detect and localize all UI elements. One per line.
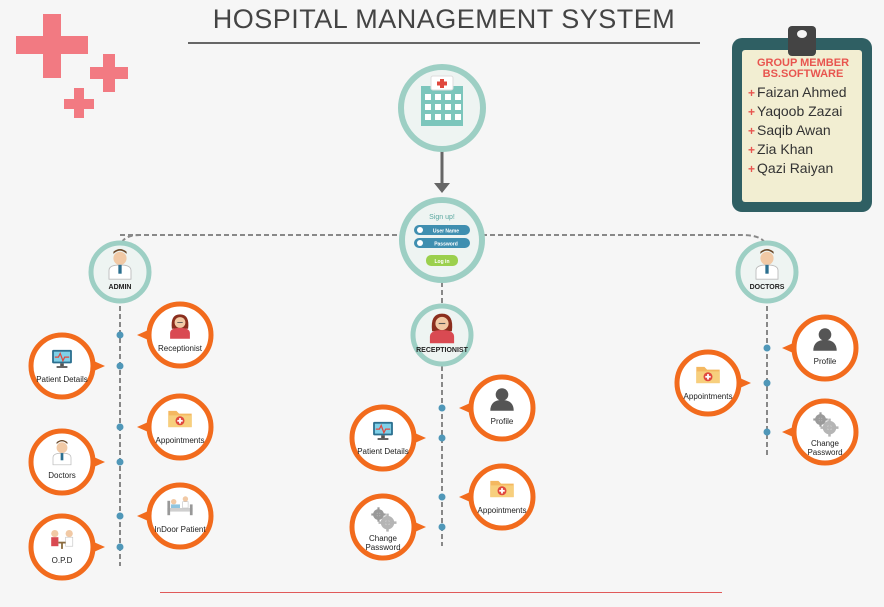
password-label: Password [434,242,458,248]
receptionist-node-label: RECEPTIONIST [416,347,468,354]
plus-bullet-icon: + [748,105,756,119]
member-item: +Yaqoob Zazai [748,103,842,119]
connector-dot [116,458,124,466]
admin-item-4 [146,482,214,550]
member-name: Zia Khan [757,141,814,157]
plus-decoration-large-v [43,14,61,78]
doctor-item-0-label: Profile [814,357,837,366]
plus-bullet-icon: + [748,162,756,176]
username-label: User Name [433,229,459,235]
plus-decoration-medium-v [103,54,115,92]
hospital-window [425,104,431,110]
member-item: +Zia Khan [748,141,813,157]
admin-item-3-label: Doctors [48,471,76,480]
member-item: +Saqib Awan [748,122,831,138]
connector-dot [763,379,771,387]
receptionist-item-1-label: Patient Details [357,447,409,456]
plus-bullet-icon: + [748,143,756,157]
hospital-window [455,104,461,110]
receptionist-item-2-label: Appointments [478,506,527,515]
hospital-window [445,104,451,110]
member-item: +Faizan Ahmed [748,84,847,100]
member-name: Qazi Raiyan [757,160,834,176]
doctor-item-2-label: Change [811,439,840,448]
hospital-cross-h [437,81,447,86]
receptionist-icon [169,313,191,340]
login-button [426,255,458,266]
connector-dot [116,543,124,551]
receptionist-item-3-label: Change [369,534,398,543]
user-field-icon [417,227,423,233]
lock-field-icon [417,240,423,246]
admin-item-4-label: InDoor Patient [154,525,206,534]
password-field [414,238,470,248]
login-heading: Sign up! [429,214,455,221]
doctor-item-2-label: Password [807,448,842,457]
doctor-item-1-label: Appointments [684,392,733,401]
hospital-window [425,114,431,120]
connector-dot [116,512,124,520]
connector-dot [763,344,771,352]
receptionist-item-0-label: Profile [491,417,514,426]
admin-item-1-label: Patient Details [36,375,88,384]
plus-bullet-icon: + [748,124,756,138]
members-heading-line2: BS.SOFTWARE [762,68,844,80]
members-heading-line1: GROUP MEMBER [756,57,850,69]
hospital-window [435,114,441,120]
clipboard-paper [742,50,862,202]
title-underline [188,42,700,44]
username-field [414,225,470,235]
member-item: +Qazi Raiyan [748,160,833,176]
connector-dot [438,523,446,531]
flow-arrow-head [434,183,450,193]
doctors-node-label: DOCTORS [750,284,785,291]
admin-item-5-label: O.P.D [52,556,73,565]
receptionist-icon [429,313,455,344]
page-title: HOSPITAL MANAGEMENT SYSTEM [212,4,676,34]
hospital-window [445,94,451,100]
footer-rule [160,592,722,593]
hospital-window [435,94,441,100]
member-name: Yaqoob Zazai [757,103,843,119]
hospital-window [425,94,431,100]
connector-dot [116,423,124,431]
hospital-window [435,104,441,110]
member-name: Faizan Ahmed [757,84,847,100]
hospital-window [445,114,451,120]
hospital-window [455,114,461,120]
connector-dot [763,428,771,436]
member-name: Saqib Awan [757,122,831,138]
connector-dot [438,404,446,412]
admin-node-label: ADMIN [109,284,132,291]
clipboard-clip-hole [797,30,807,38]
login-button-label: Log in [435,259,450,265]
connector-dot [438,434,446,442]
admin-item-0-label: Receptionist [158,344,203,353]
members-heading: GROUP MEMBER BS.SOFTWARE [744,58,862,80]
connector-dot [116,362,124,370]
hospital-window [455,94,461,100]
receptionist-item-3-label: Password [365,543,400,552]
plus-decoration-small-v [74,88,84,118]
connector-dot [438,493,446,501]
plus-bullet-icon: + [748,86,756,100]
connector-dot [116,331,124,339]
admin-item-2-label: Appointments [156,436,205,445]
